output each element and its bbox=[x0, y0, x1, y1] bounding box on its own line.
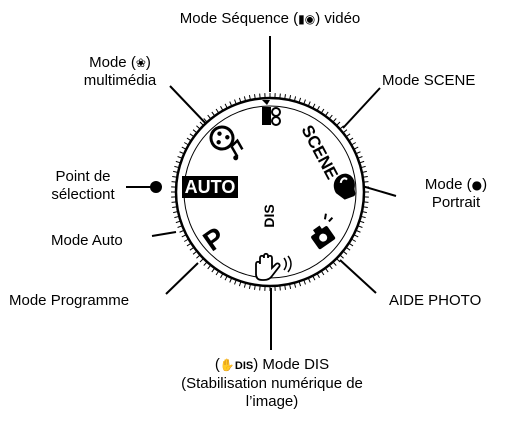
hand-shake-icon: ✋ bbox=[219, 358, 235, 372]
line-scene bbox=[342, 87, 381, 129]
label-video: Mode Séquence (▮◉) vidéo bbox=[179, 10, 361, 27]
line-photo-help bbox=[339, 259, 377, 294]
label-dis: (✋DIS) Mode DIS (Stabilisation numérique… bbox=[181, 356, 363, 410]
label-program: Mode Programme bbox=[9, 292, 130, 309]
label-photo-help: AIDE PHOTO bbox=[389, 292, 482, 309]
film-reel-music-icon: ❀ bbox=[135, 56, 146, 70]
dial-mode-auto: AUTO bbox=[182, 176, 238, 198]
line-program bbox=[165, 262, 199, 295]
dial-mode-dis: DIS bbox=[261, 204, 277, 227]
auto-badge-text: AUTO bbox=[185, 177, 236, 197]
movie-camera-icon: ▮◉ bbox=[298, 12, 316, 26]
callout-lines bbox=[126, 36, 397, 350]
line-multimedia bbox=[169, 85, 211, 129]
label-scene: Mode SCENE bbox=[382, 72, 476, 89]
line-portrait bbox=[361, 185, 397, 197]
label-multimedia: Mode (❀) multimédia bbox=[83, 54, 157, 89]
label-portrait: Mode (●) Portrait bbox=[424, 176, 488, 211]
photo-help-camera-icon bbox=[311, 213, 336, 250]
hand-shake-icon bbox=[255, 252, 292, 281]
portrait-head-icon bbox=[333, 173, 356, 200]
label-selection-point: Point de sélectiont bbox=[51, 168, 115, 203]
movie-camera-icon bbox=[262, 100, 281, 126]
dot-marker-icon bbox=[150, 181, 162, 193]
portrait-head-icon: ● bbox=[471, 178, 483, 192]
film-reel-music-icon bbox=[209, 125, 244, 161]
label-auto: Mode Auto bbox=[51, 232, 123, 249]
line-auto bbox=[151, 231, 177, 237]
